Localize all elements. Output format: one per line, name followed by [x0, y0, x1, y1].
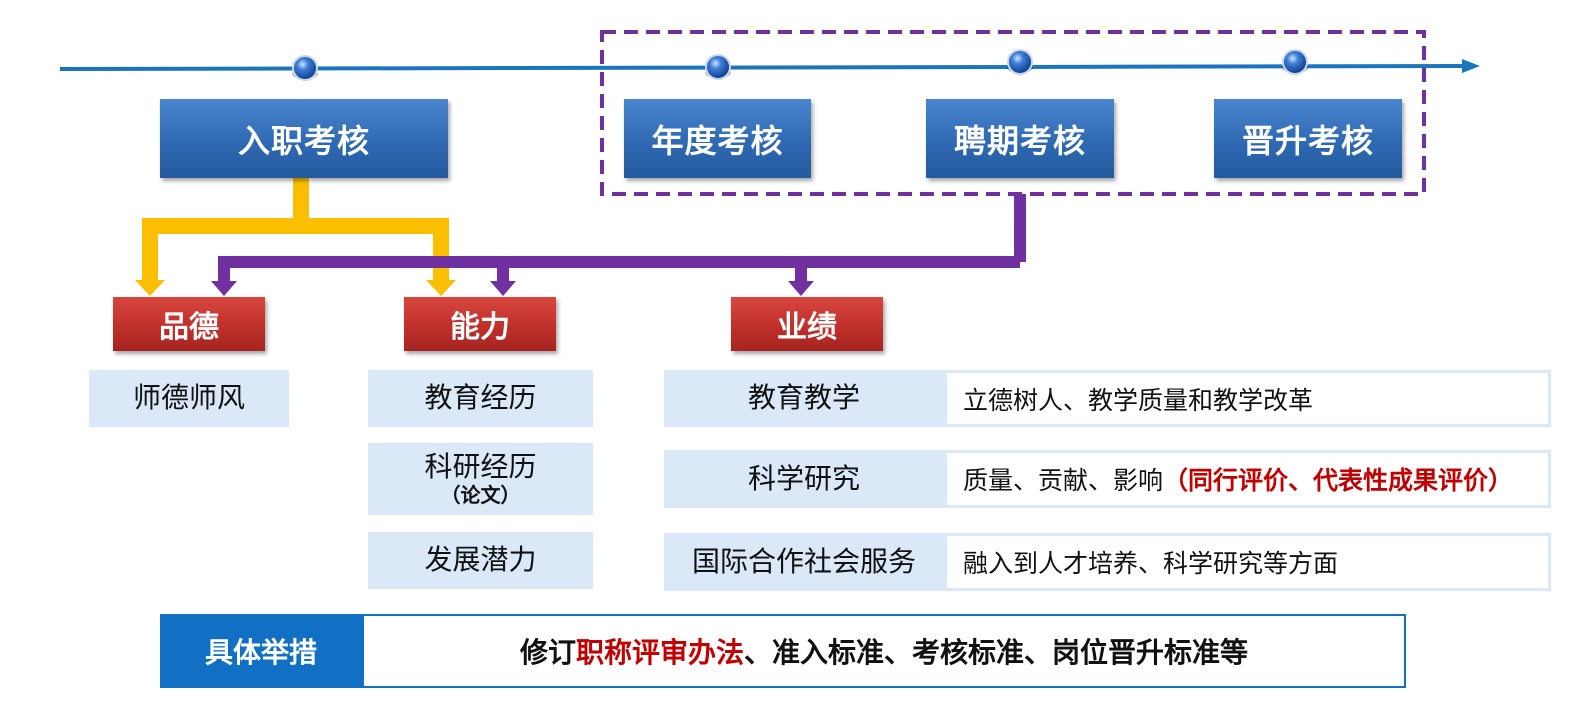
measures-text: 修订职称评审办法、准入标准、考核标准、岗位晋升标准等 [362, 614, 1406, 688]
item-sublabel: （论文） [440, 482, 521, 507]
performance-desc-international-service: 融入到人才培养、科学研究等方面 [944, 533, 1551, 591]
group-arrow-performance [788, 281, 814, 296]
ability-item-research-history: 科研经历 （论文） [368, 443, 593, 515]
timeline-dot-entry [292, 55, 318, 81]
stage-annual-review: 年度考核 [624, 99, 811, 178]
timeline-dot-appointment [1007, 49, 1033, 75]
item-label: 国际合作社会服务 [691, 544, 916, 578]
performance-item-international-service: 国际合作社会服务 [664, 533, 944, 591]
performance-desc-research: 质量、贡献、影响 （同行评价、代表性成果评价） [944, 450, 1551, 508]
ability-item-education-history: 教育经历 [368, 370, 593, 427]
stage-entry-review: 入职考核 [160, 99, 448, 178]
desc-text: 立德树人、教学质量和教学改革 [963, 385, 1314, 415]
entry-arrow-ethics [135, 280, 165, 296]
group-arrow-ethics [211, 281, 237, 296]
ability-item-development-potential: 发展潜力 [368, 532, 593, 589]
category-ability: 能力 [404, 297, 556, 351]
measures-label: 具体举措 [160, 614, 362, 688]
timeline-arrowhead [1462, 59, 1480, 73]
timeline-dot-promotion [1282, 49, 1308, 75]
periodic-review-group-box [600, 30, 1426, 196]
performance-item-teaching: 教育教学 [664, 370, 944, 427]
item-label: 师德师风 [132, 381, 245, 415]
item-label: 科学研究 [747, 461, 860, 495]
entry-arrow-ability [426, 280, 456, 296]
ethics-item-teacher-ethics: 师德师风 [89, 370, 289, 427]
measures-text-highlight: 职称评审办法 [575, 636, 744, 669]
performance-item-research: 科学研究 [664, 450, 944, 508]
desc-text: 质量、贡献、影响 [963, 466, 1164, 495]
timeline-dot-annual [705, 54, 731, 80]
desc-highlight: （同行评价、代表性成果评价） [1163, 466, 1514, 495]
item-label: 科研经历 [424, 450, 537, 484]
stage-promotion-review: 晋升考核 [1214, 99, 1402, 178]
desc-text: 融入到人才培养、科学研究等方面 [963, 549, 1339, 578]
category-performance: 业绩 [731, 297, 883, 351]
measures-text-suffix: 、准入标准、考核标准、岗位晋升标准等 [744, 636, 1249, 669]
entry-connector [142, 178, 449, 283]
timeline-line [59, 64, 1463, 71]
measures-text-prefix: 修订 [519, 636, 576, 669]
category-ethics: 品德 [113, 297, 265, 351]
item-label: 教育教学 [747, 381, 860, 415]
performance-desc-teaching: 立德树人、教学质量和教学改革 [944, 370, 1551, 427]
group-connector [218, 194, 1026, 285]
item-label: 教育经历 [424, 381, 537, 415]
stage-appointment-review: 聘期考核 [926, 99, 1114, 178]
item-label: 发展潜力 [424, 543, 537, 577]
group-arrow-ability [490, 281, 516, 296]
